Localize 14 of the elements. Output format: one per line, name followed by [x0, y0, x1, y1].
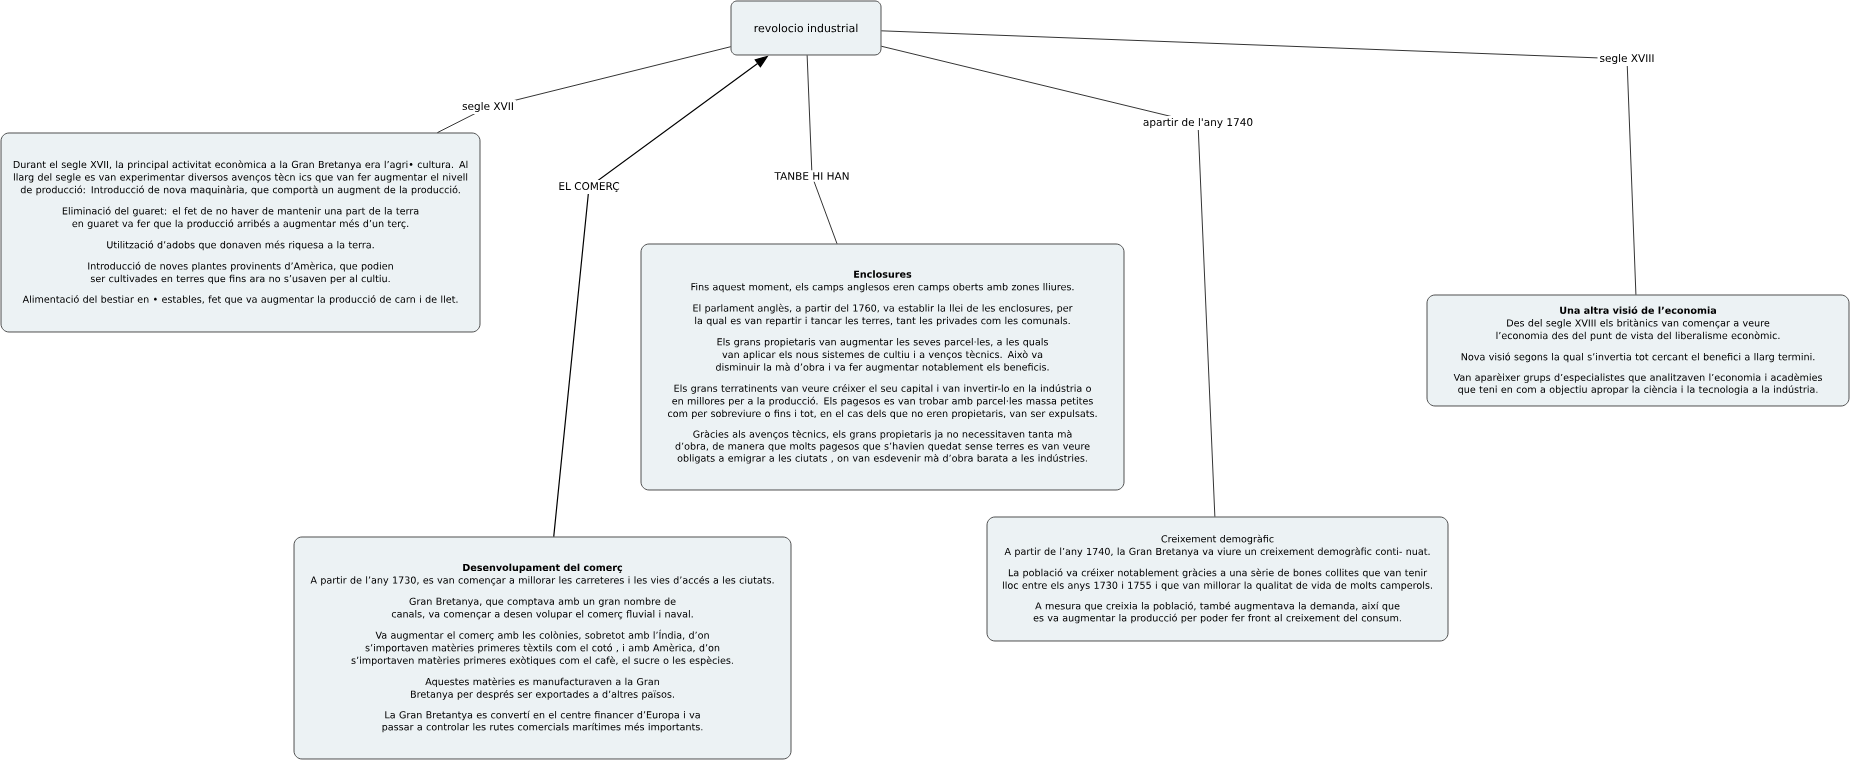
concept-box: Una altra visió de l’economia Des del segle XVIII els britànics van començar a veure l’economia des del punt de vista del liberalisme econòmic. Nova visió segons la qual s’invertia tot cercant el benefici a llarg termini. Van aparèixer grups d’especialistes que analitzaven l’economia i acadèmies que teni en com a objectiu apropar la ciència i la tecnologia a la indústria. [1426, 294, 1850, 407]
connector-line [806, 55, 838, 244]
concept-box: Enclosures Fins aquest moment, els camps anglesos eren camps oberts amb zones lliures. El parlament anglès, a partir del 1760, va establir la llei de les enclosures, per la qual es van repartir i tancar les terres, tant les privades com les comunals. Els grans propietaris van augmentar les seves parcel·les, a les quals van aplicar els nous sistemes de cultiu i a venços tècnics. Això va disminuir la mà d’obra i va fer augmentar notablement els beneficis. Els grans terratinents van veure créixer el seu capital i van invertir-lo en la indústria o en millores per a la producció. Els pagesos es van trobar amb parcel·les massa petites com per sobreviure o fins i tot, en el cas dels que no eren propietaris, van ser expulsats. Gràcies als avenços tècnics, els grans propietaris ja no necessitaven tanta mà d’obra, de manera que molts pagesos que s’havien quedat sense terres es van veure obligats a emigrar a les ciutats , on van esdevenir mà d’obra barata a les indústries. [640, 243, 1125, 491]
concept-box: revolocio industrial [730, 0, 882, 56]
edge-label: apartir de l'any 1740 [1140, 115, 1256, 131]
concept-box: Creixement demogràfic A partir de l’any 1740, la Gran Bretanya va viure un creixement demogràfic conti- nuat. La població va créixer notablement gràcies a una sèrie de bones collites que van tenir lloc entre els anys 1730 i 1755 i que van millorar la qualitat de vida de molts camperols. A mesura que creixia la població, també augmentava la demanda, així que es va augmentar la producció per poder fer front al creixement del consum. [986, 516, 1449, 642]
edge-label: EL COMERÇ [556, 180, 622, 194]
edge-label: segle XVII [460, 99, 516, 115]
connector-line [881, 30, 1637, 295]
edge-label: TANBE HI HAN [772, 170, 852, 182]
concept-box: Durant el segle XVII, la principal activitat econòmica a la Gran Bretanya era l’agri• cultura. Al llarg del segle es van experimentar diversos avenços tècn ics que van fer augmentar el nivell de producció: Introducció de nova maquinària, que comportà un augment de la producció. Eliminació del guaret: el fet de no haver de mantenir una part de la terra en guaret va fer que la producció arribés a augmentar més d’un terç. Utilització d’adobs que donaven més riquesa a la terra. Introducció de noves plantes provinents d’Amèrica, que podien ser cultivades en terres que fins ara no s’usaven per al cultiu. Alimentació del bestiar en • estables, fet que va augmentar la producció de carn i de llet. [0, 132, 481, 333]
edge-label: segle XVIII [1597, 51, 1657, 67]
connector-line [881, 45, 1216, 517]
concept-box: Desenvolupament del comerç A partir de l’any 1730, es van començar a millorar les carreteres i les vies d’accés a les ciutats. Gran Bretanya, que comptava amb un gran nombre de canals, va començar a desen volupar el comerç fluvial i naval. Va augmentar el comerç amb les colònies, sobretot amb l’Índia, d’on s’importaven matèries primeres tèxtils com el cotó , i amb Amèrica, d’on s’importaven matèries primeres exòtiques com el cafè, el sucre o les espècies. Aquestes matèries es manufacturaven a la Gran Bretanya per després ser exportades a d’altres països. La Gran Bretantya es convertí en el centre financer d’Europa i va passar a controlar les rutes comercials marítimes més importants. [293, 536, 792, 760]
